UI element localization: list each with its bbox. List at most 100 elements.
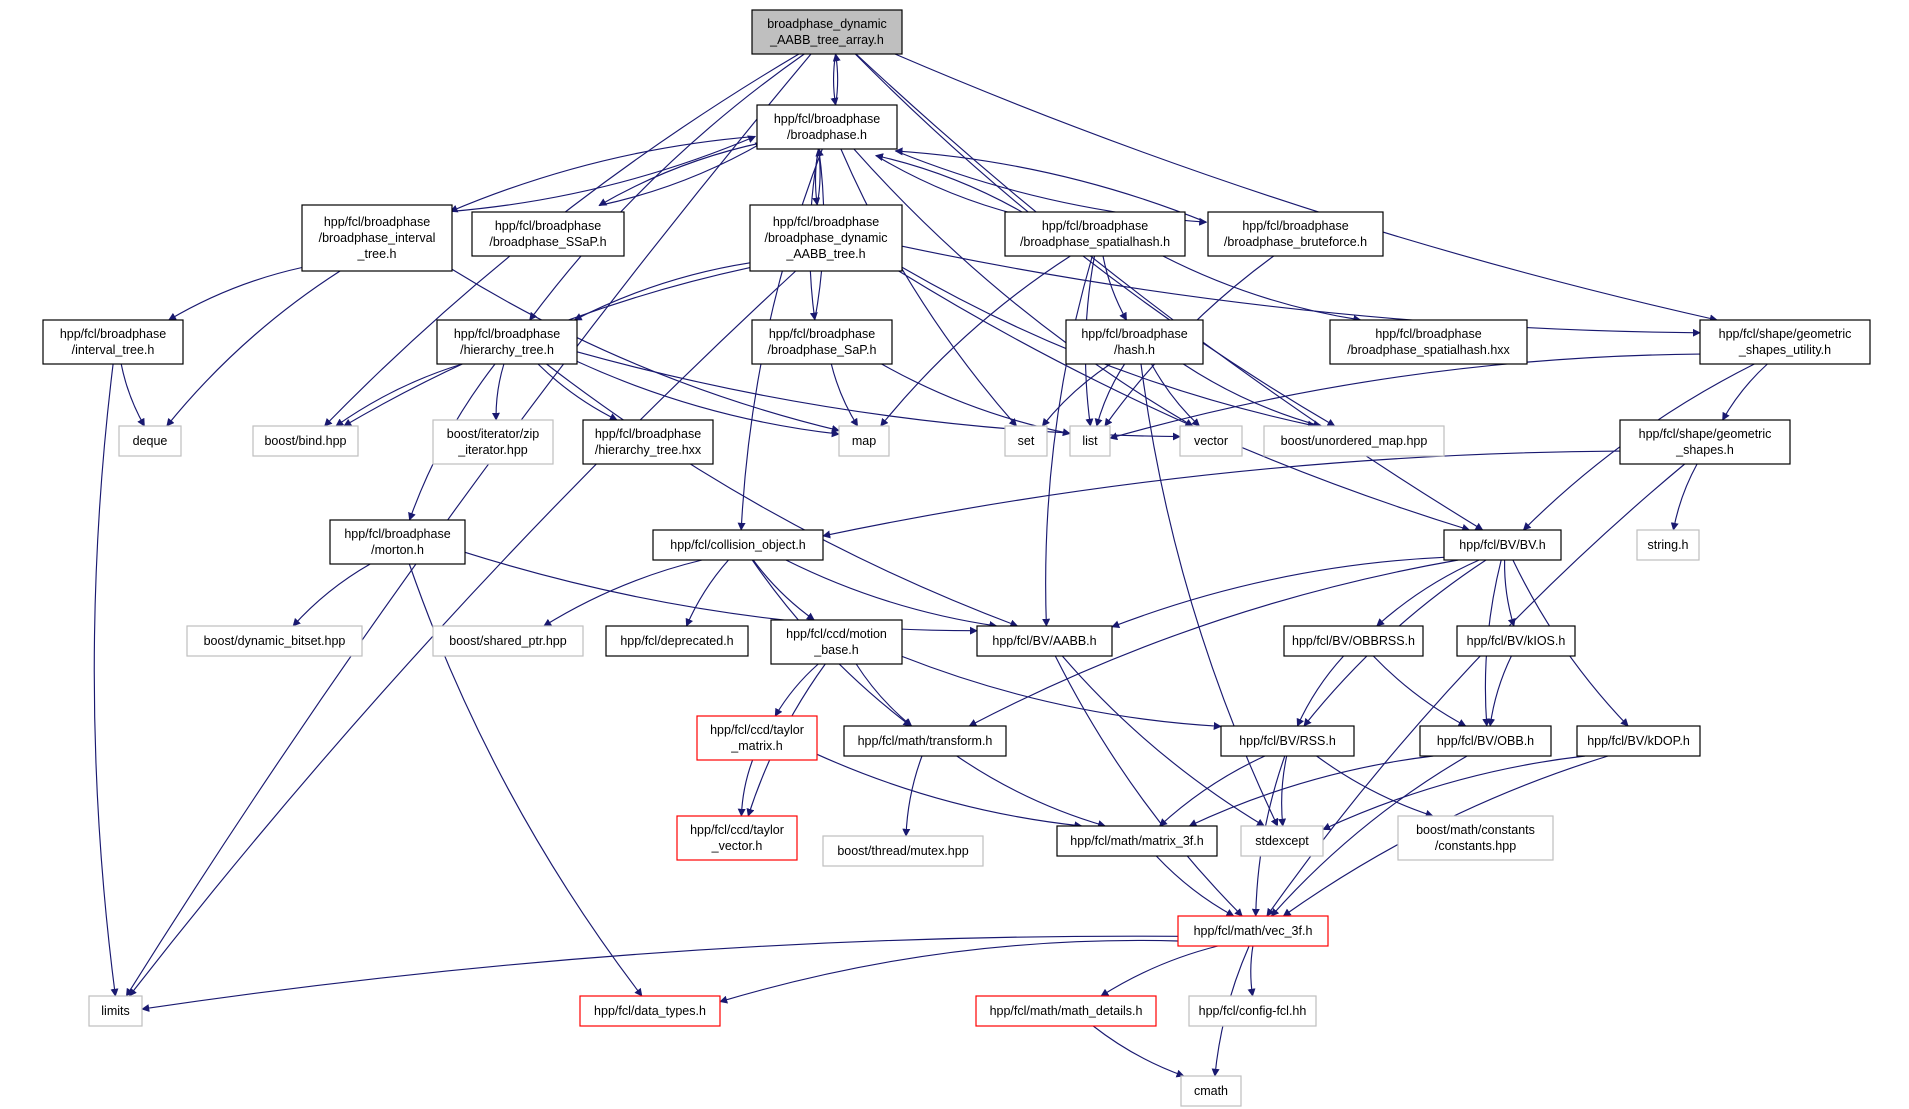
node-label: hpp/fcl/BV/BV.h bbox=[1459, 538, 1545, 552]
node-bv[interactable]: hpp/fcl/BV/BV.h bbox=[1443, 529, 1562, 561]
node-label: boost/math/constants bbox=[1416, 823, 1535, 837]
node-motion-base[interactable]: hpp/fcl/ccd/motion_base.h bbox=[770, 619, 903, 665]
node-label: hpp/fcl/broadphase bbox=[344, 527, 450, 541]
node-label: /broadphase_dynamic bbox=[765, 231, 888, 245]
node-obb[interactable]: hpp/fcl/BV/OBB.h bbox=[1419, 725, 1552, 757]
node-sap[interactable]: hpp/fcl/broadphase/broadphase_SaP.h bbox=[751, 319, 893, 365]
node-broadphase[interactable]: hpp/fcl/broadphase/broadphase.h bbox=[756, 104, 898, 150]
node-collision-object[interactable]: hpp/fcl/collision_object.h bbox=[652, 529, 824, 561]
node-label: hpp/fcl/shape/geometric bbox=[1639, 427, 1772, 441]
node-kdop[interactable]: hpp/fcl/BV/kDOP.h bbox=[1576, 725, 1701, 757]
node-box bbox=[1576, 725, 1701, 757]
node-label: hpp/fcl/math/transform.h bbox=[858, 734, 993, 748]
node-label: hpp/fcl/ccd/motion bbox=[786, 627, 887, 641]
node-label: hpp/fcl/broadphase bbox=[324, 215, 430, 229]
node-label: _tree.h bbox=[357, 247, 397, 261]
edge-taylor_matrix-to-taylor_vector bbox=[737, 759, 754, 817]
node-box bbox=[1180, 1075, 1242, 1107]
edge-kios-to-obb bbox=[1487, 655, 1512, 727]
node-spatialhash-hxx[interactable]: hpp/fcl/broadphase/broadphase_spatialhas… bbox=[1329, 319, 1528, 365]
node-shared-ptr: boost/shared_ptr.hpp bbox=[432, 625, 584, 657]
node-label: boost/iterator/zip bbox=[447, 427, 539, 441]
node-label: _shapes_utility.h bbox=[1738, 343, 1831, 357]
node-vec3f[interactable]: hpp/fcl/math/vec_3f.h bbox=[1177, 915, 1329, 947]
node-box bbox=[1397, 815, 1554, 861]
node-rss[interactable]: hpp/fcl/BV/RSS.h bbox=[1220, 725, 1355, 757]
node-box bbox=[975, 995, 1157, 1027]
edge-kdop-to-stdexcept bbox=[1322, 755, 1586, 831]
node-math-details[interactable]: hpp/fcl/math/math_details.h bbox=[975, 995, 1157, 1027]
node-label: _shapes.h bbox=[1675, 443, 1734, 457]
edge-hierarchy_tree-to-boost_bind bbox=[335, 363, 463, 427]
node-box bbox=[1699, 319, 1871, 365]
node-box bbox=[579, 995, 721, 1027]
node-aabb[interactable]: hpp/fcl/BV/AABB.h bbox=[976, 625, 1113, 657]
node-geom-utility[interactable]: hpp/fcl/shape/geometric_shapes_utility.h bbox=[1699, 319, 1871, 365]
node-box bbox=[676, 815, 798, 861]
node-label: boost/unordered_map.hpp bbox=[1281, 434, 1428, 448]
node-vector: vector bbox=[1179, 425, 1243, 457]
edge-vec3f-to-config_fcl bbox=[1247, 945, 1256, 997]
node-box bbox=[118, 425, 182, 457]
node-hash[interactable]: hpp/fcl/broadphase/hash.h bbox=[1065, 319, 1204, 365]
edge-bv-to-aabb bbox=[1111, 556, 1445, 629]
node-label: _iterator.hpp bbox=[457, 443, 528, 457]
edge-root-to-bv bbox=[855, 53, 1484, 531]
node-label: hpp/fcl/BV/kIOS.h bbox=[1467, 634, 1566, 648]
edge-interval_tree-to-deque bbox=[120, 363, 145, 427]
node-label: /broadphase_interval bbox=[319, 231, 436, 245]
node-taylor-vector[interactable]: hpp/fcl/ccd/taylor_vector.h bbox=[676, 815, 798, 861]
node-dyn-aabb[interactable]: hpp/fcl/broadphase/broadphase_dynamic_AA… bbox=[749, 204, 903, 272]
node-box bbox=[822, 835, 984, 867]
node-list: list bbox=[1069, 425, 1111, 457]
node-spatialhash[interactable]: hpp/fcl/broadphase/broadphase_spatialhas… bbox=[1004, 211, 1186, 257]
node-hierarchy-tree[interactable]: hpp/fcl/broadphase/hierarchy_tree.h bbox=[436, 319, 578, 365]
node-label: /hash.h bbox=[1114, 343, 1155, 357]
node-label: map bbox=[852, 434, 876, 448]
node-root[interactable]: broadphase_dynamic_AABB_tree_array.h bbox=[751, 9, 903, 55]
node-taylor-matrix[interactable]: hpp/fcl/ccd/taylor_matrix.h bbox=[696, 715, 818, 761]
node-label: hpp/fcl/BV/RSS.h bbox=[1239, 734, 1336, 748]
node-box bbox=[976, 625, 1113, 657]
node-hierarchy-hxx[interactable]: hpp/fcl/broadphase/hierarchy_tree.hxx bbox=[582, 419, 714, 465]
node-label: /broadphase_spatialhash.hxx bbox=[1347, 343, 1510, 357]
node-matrix3f[interactable]: hpp/fcl/math/matrix_3f.h bbox=[1056, 825, 1218, 857]
node-interval-tree[interactable]: hpp/fcl/broadphase/interval_tree.h bbox=[42, 319, 184, 365]
node-cmath: cmath bbox=[1180, 1075, 1242, 1107]
node-label: set bbox=[1018, 434, 1035, 448]
node-box bbox=[1456, 625, 1576, 657]
node-geom-shapes[interactable]: hpp/fcl/shape/geometric _shapes.h bbox=[1619, 419, 1791, 465]
node-kios[interactable]: hpp/fcl/BV/kIOS.h bbox=[1456, 625, 1576, 657]
edge-spatialhash-to-aabb bbox=[1042, 255, 1093, 627]
edge-taylor_matrix-to-matrix3f bbox=[816, 753, 1083, 830]
edge-obbrss-to-obb bbox=[1372, 655, 1467, 727]
node-obbrss[interactable]: hpp/fcl/BV/OBBRSS.h bbox=[1283, 625, 1424, 657]
node-box bbox=[436, 319, 578, 365]
node-label: /broadphase_spatialhash.h bbox=[1020, 235, 1170, 249]
edge-broadphase-to-ssap bbox=[598, 141, 763, 206]
node-deque: deque bbox=[118, 425, 182, 457]
edge-rss-to-matrix3f bbox=[1159, 755, 1266, 827]
node-box bbox=[1220, 725, 1355, 757]
node-label: /broadphase_SSaP.h bbox=[489, 235, 606, 249]
node-morton[interactable]: hpp/fcl/broadphase/morton.h bbox=[329, 519, 466, 565]
edge-hash-to-set bbox=[1041, 363, 1111, 427]
edge-bv-to-transform bbox=[968, 559, 1459, 727]
node-box bbox=[1069, 425, 1111, 457]
node-ssap[interactable]: hpp/fcl/broadphase/broadphase_SSaP.h bbox=[471, 211, 625, 257]
node-string-h: string.h bbox=[1636, 529, 1700, 561]
edge-bv-to-kios bbox=[1504, 559, 1516, 627]
node-transform[interactable]: hpp/fcl/math/transform.h bbox=[843, 725, 1007, 757]
node-label: boost/bind.hpp bbox=[264, 434, 346, 448]
node-interval-tree-h[interactable]: hpp/fcl/broadphase/broadphase_interval _t… bbox=[301, 204, 453, 272]
node-box bbox=[1004, 211, 1186, 257]
node-deprecated[interactable]: hpp/fcl/deprecated.h bbox=[605, 625, 749, 657]
edge-bruteforce-to-broadphase bbox=[894, 147, 1207, 223]
node-data-types[interactable]: hpp/fcl/data_types.h bbox=[579, 995, 721, 1027]
node-bruteforce[interactable]: hpp/fcl/broadphase/broadphase_bruteforce… bbox=[1207, 211, 1384, 257]
edge-broadphase-to-root bbox=[832, 53, 841, 106]
edge-obb-to-vec3f bbox=[1270, 755, 1468, 917]
edge-interval_tree_h-to-deque bbox=[166, 270, 341, 427]
node-label: hpp/fcl/broadphase bbox=[1081, 327, 1187, 341]
node-box bbox=[652, 529, 824, 561]
